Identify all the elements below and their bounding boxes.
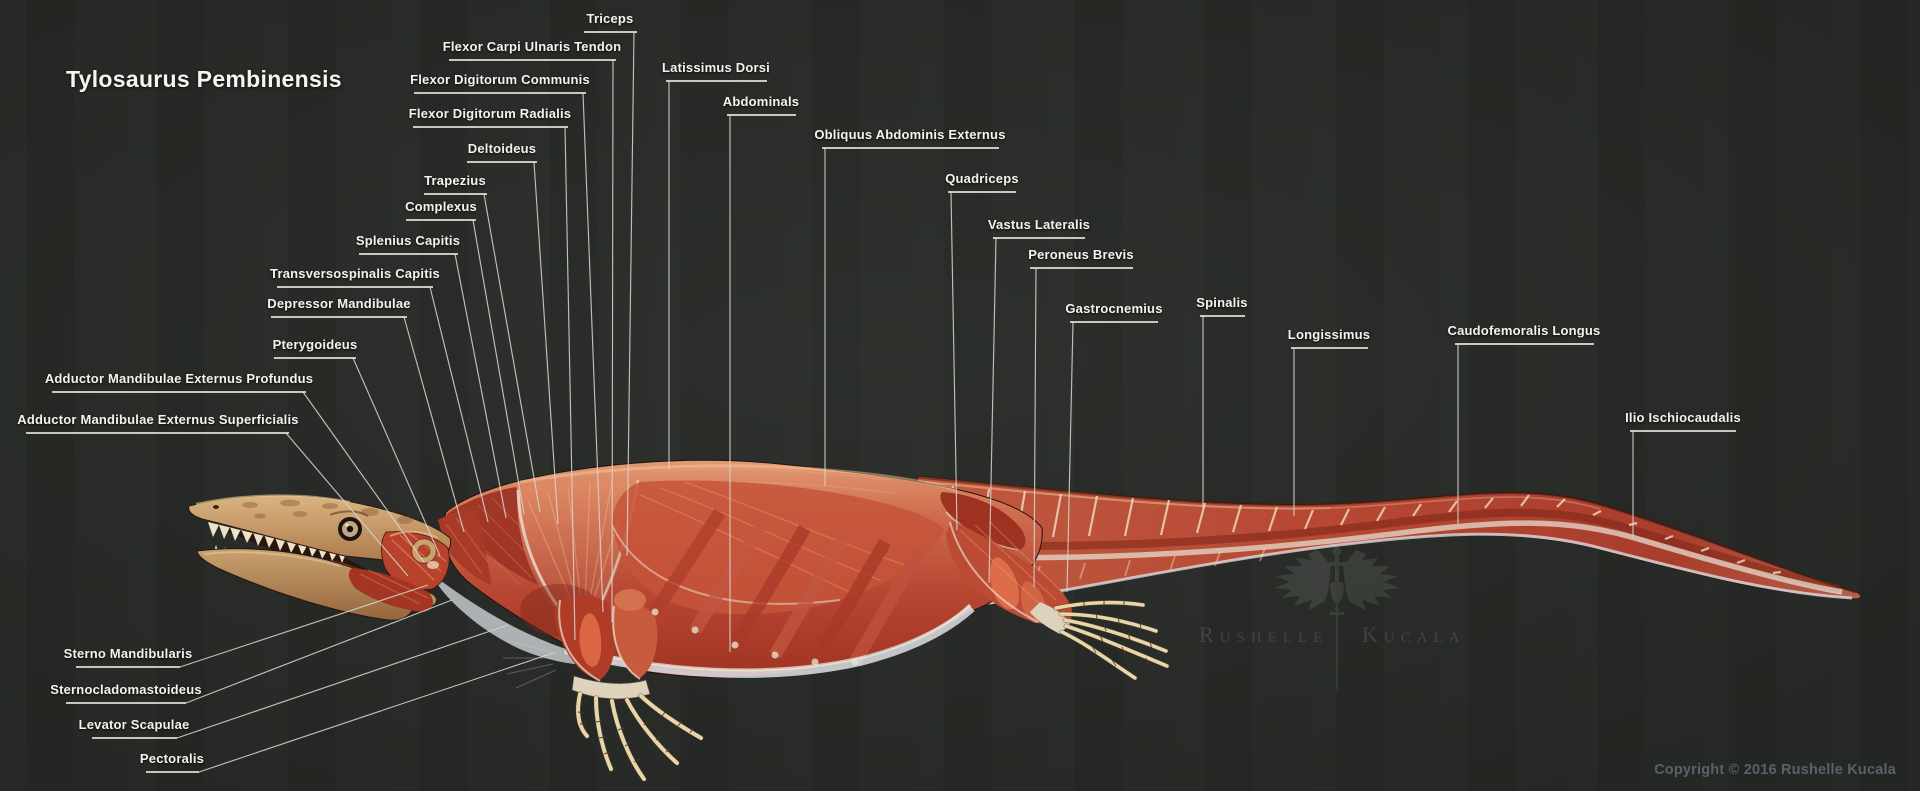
leader-line-flexor-digitorum-communis (582, 92, 604, 613)
leader-line-quadriceps (950, 191, 958, 531)
front-flipper (503, 589, 704, 782)
muscle-label-adductor-mandibulae-externus-superficialis: Adductor Mandibulae Externus Superficial… (17, 412, 299, 427)
leader-line-peroneus-brevis (1033, 267, 1037, 588)
copyright-notice: Copyright © 2016 Rushelle Kucala (1654, 762, 1896, 778)
muscle-label-longissimus: Longissimus (1287, 327, 1371, 342)
muscle-label-spinalis: Spinalis (1196, 295, 1248, 310)
upper-teeth (208, 522, 345, 563)
muscle-label-abdominals: Abdominals (722, 94, 800, 109)
leader-line-deltoideus (533, 161, 559, 525)
muscle-label-splenius-capitis: Splenius Capitis (355, 233, 461, 248)
leader-line-sternocladomastoideus (185, 599, 453, 704)
hind-flipper-toe-bones (1053, 599, 1170, 681)
muscle-label-flexor-digitorum-radialis: Flexor Digitorum Radialis (408, 106, 572, 121)
leader-line-complexus (472, 219, 525, 515)
watermark-artist-last-name: Kucala (1362, 622, 1466, 647)
muscle-label-depressor-mandibulae: Depressor Mandibulae (267, 296, 411, 311)
muscle-label-deltoideus: Deltoideus (467, 141, 537, 156)
muscle-label-complexus: Complexus (405, 199, 477, 214)
emblem-sword (1330, 606, 1344, 692)
muscle-label-gastrocnemius: Gastrocnemius (1065, 301, 1163, 316)
emblem-left-wing (1274, 550, 1331, 610)
watermark-emblem (1274, 544, 1400, 692)
leader-line-transversospinalis-capitis (429, 286, 489, 523)
page-title: Tylosaurus Pembinensis (66, 66, 342, 92)
leader-line-triceps (626, 31, 635, 557)
muscle-label-triceps: Triceps (586, 11, 634, 26)
skull-mottling (242, 499, 413, 524)
leader-line-pectoralis (198, 651, 557, 773)
leader-line-gastrocnemius (1066, 321, 1074, 593)
nostril (213, 505, 219, 509)
lower-jaw (196, 548, 415, 621)
muscle-label-sternocladomastoideus: Sternocladomastoideus (50, 682, 202, 697)
leader-line-flexor-carpi-ulnaris-tendon (611, 59, 614, 623)
watermark-artist-first-name: Rushelle (1199, 622, 1329, 647)
muscle-label-levator-scapulae: Levator Scapulae (78, 717, 190, 732)
muscle-label-pterygoideus: Pterygoideus (272, 337, 358, 352)
torso (432, 459, 1043, 678)
hind-flipper (940, 492, 1170, 681)
muscle-label-vastus-lateralis: Vastus Lateralis (987, 217, 1091, 232)
leader-line-levator-scapulae (176, 624, 509, 739)
leader-line-adductor-mandibulae-externus-profundus (302, 391, 425, 563)
emblem-right-wing (1343, 550, 1400, 610)
muscle-label-caudofemoralis-longus: Caudofemoralis Longus (1447, 323, 1601, 338)
muscle-label-peroneus-brevis: Peroneus Brevis (1028, 247, 1134, 262)
quadrate-bone (412, 539, 436, 563)
muscle-label-pectoralis: Pectoralis (139, 751, 205, 766)
muscle-label-flexor-digitorum-communis: Flexor Digitorum Communis (410, 72, 590, 87)
leader-line-pterygoideus (352, 357, 441, 557)
leader-line-sterno-mandibularis (179, 584, 429, 668)
muscle-label-latissimus-dorsi: Latissimus Dorsi (662, 60, 770, 75)
leader-line-trapezius (483, 193, 541, 513)
muscle-label-adductor-mandibulae-externus-profundus: Adductor Mandibulae Externus Profundus (44, 371, 314, 386)
front-flipper-finger-bones (575, 691, 704, 782)
eye (338, 517, 362, 541)
muscle-label-flexor-carpi-ulnaris-tendon: Flexor Carpi Ulnaris Tendon (442, 39, 622, 54)
flipper-whisker-highlights (503, 640, 557, 689)
muscle-label-trapezius: Trapezius (424, 173, 486, 188)
leader-line-depressor-mandibulae (403, 316, 465, 533)
muscle-label-ilio-ischiocaudalis: Ilio Ischiocaudalis (1625, 410, 1741, 425)
muscle-label-quadriceps: Quadriceps (945, 171, 1019, 186)
leader-line-adductor-mandibulae-externus-superficialis (285, 432, 409, 577)
head (188, 494, 492, 621)
annotation-lines (26, 31, 1736, 773)
muscle-label-obliquus-abdominis-externus: Obliquus Abdominis Externus (814, 127, 1006, 142)
muscle-label-transversospinalis-capitis: Transversospinalis Capitis (270, 266, 440, 281)
leader-line-splenius-capitis (454, 253, 507, 519)
muscle-label-sterno-mandibularis: Sterno Mandibularis (63, 646, 193, 661)
leader-line-vastus-lateralis (988, 237, 997, 584)
emblem-skull (1330, 581, 1344, 606)
leader-line-flexor-digitorum-radialis (564, 126, 576, 641)
